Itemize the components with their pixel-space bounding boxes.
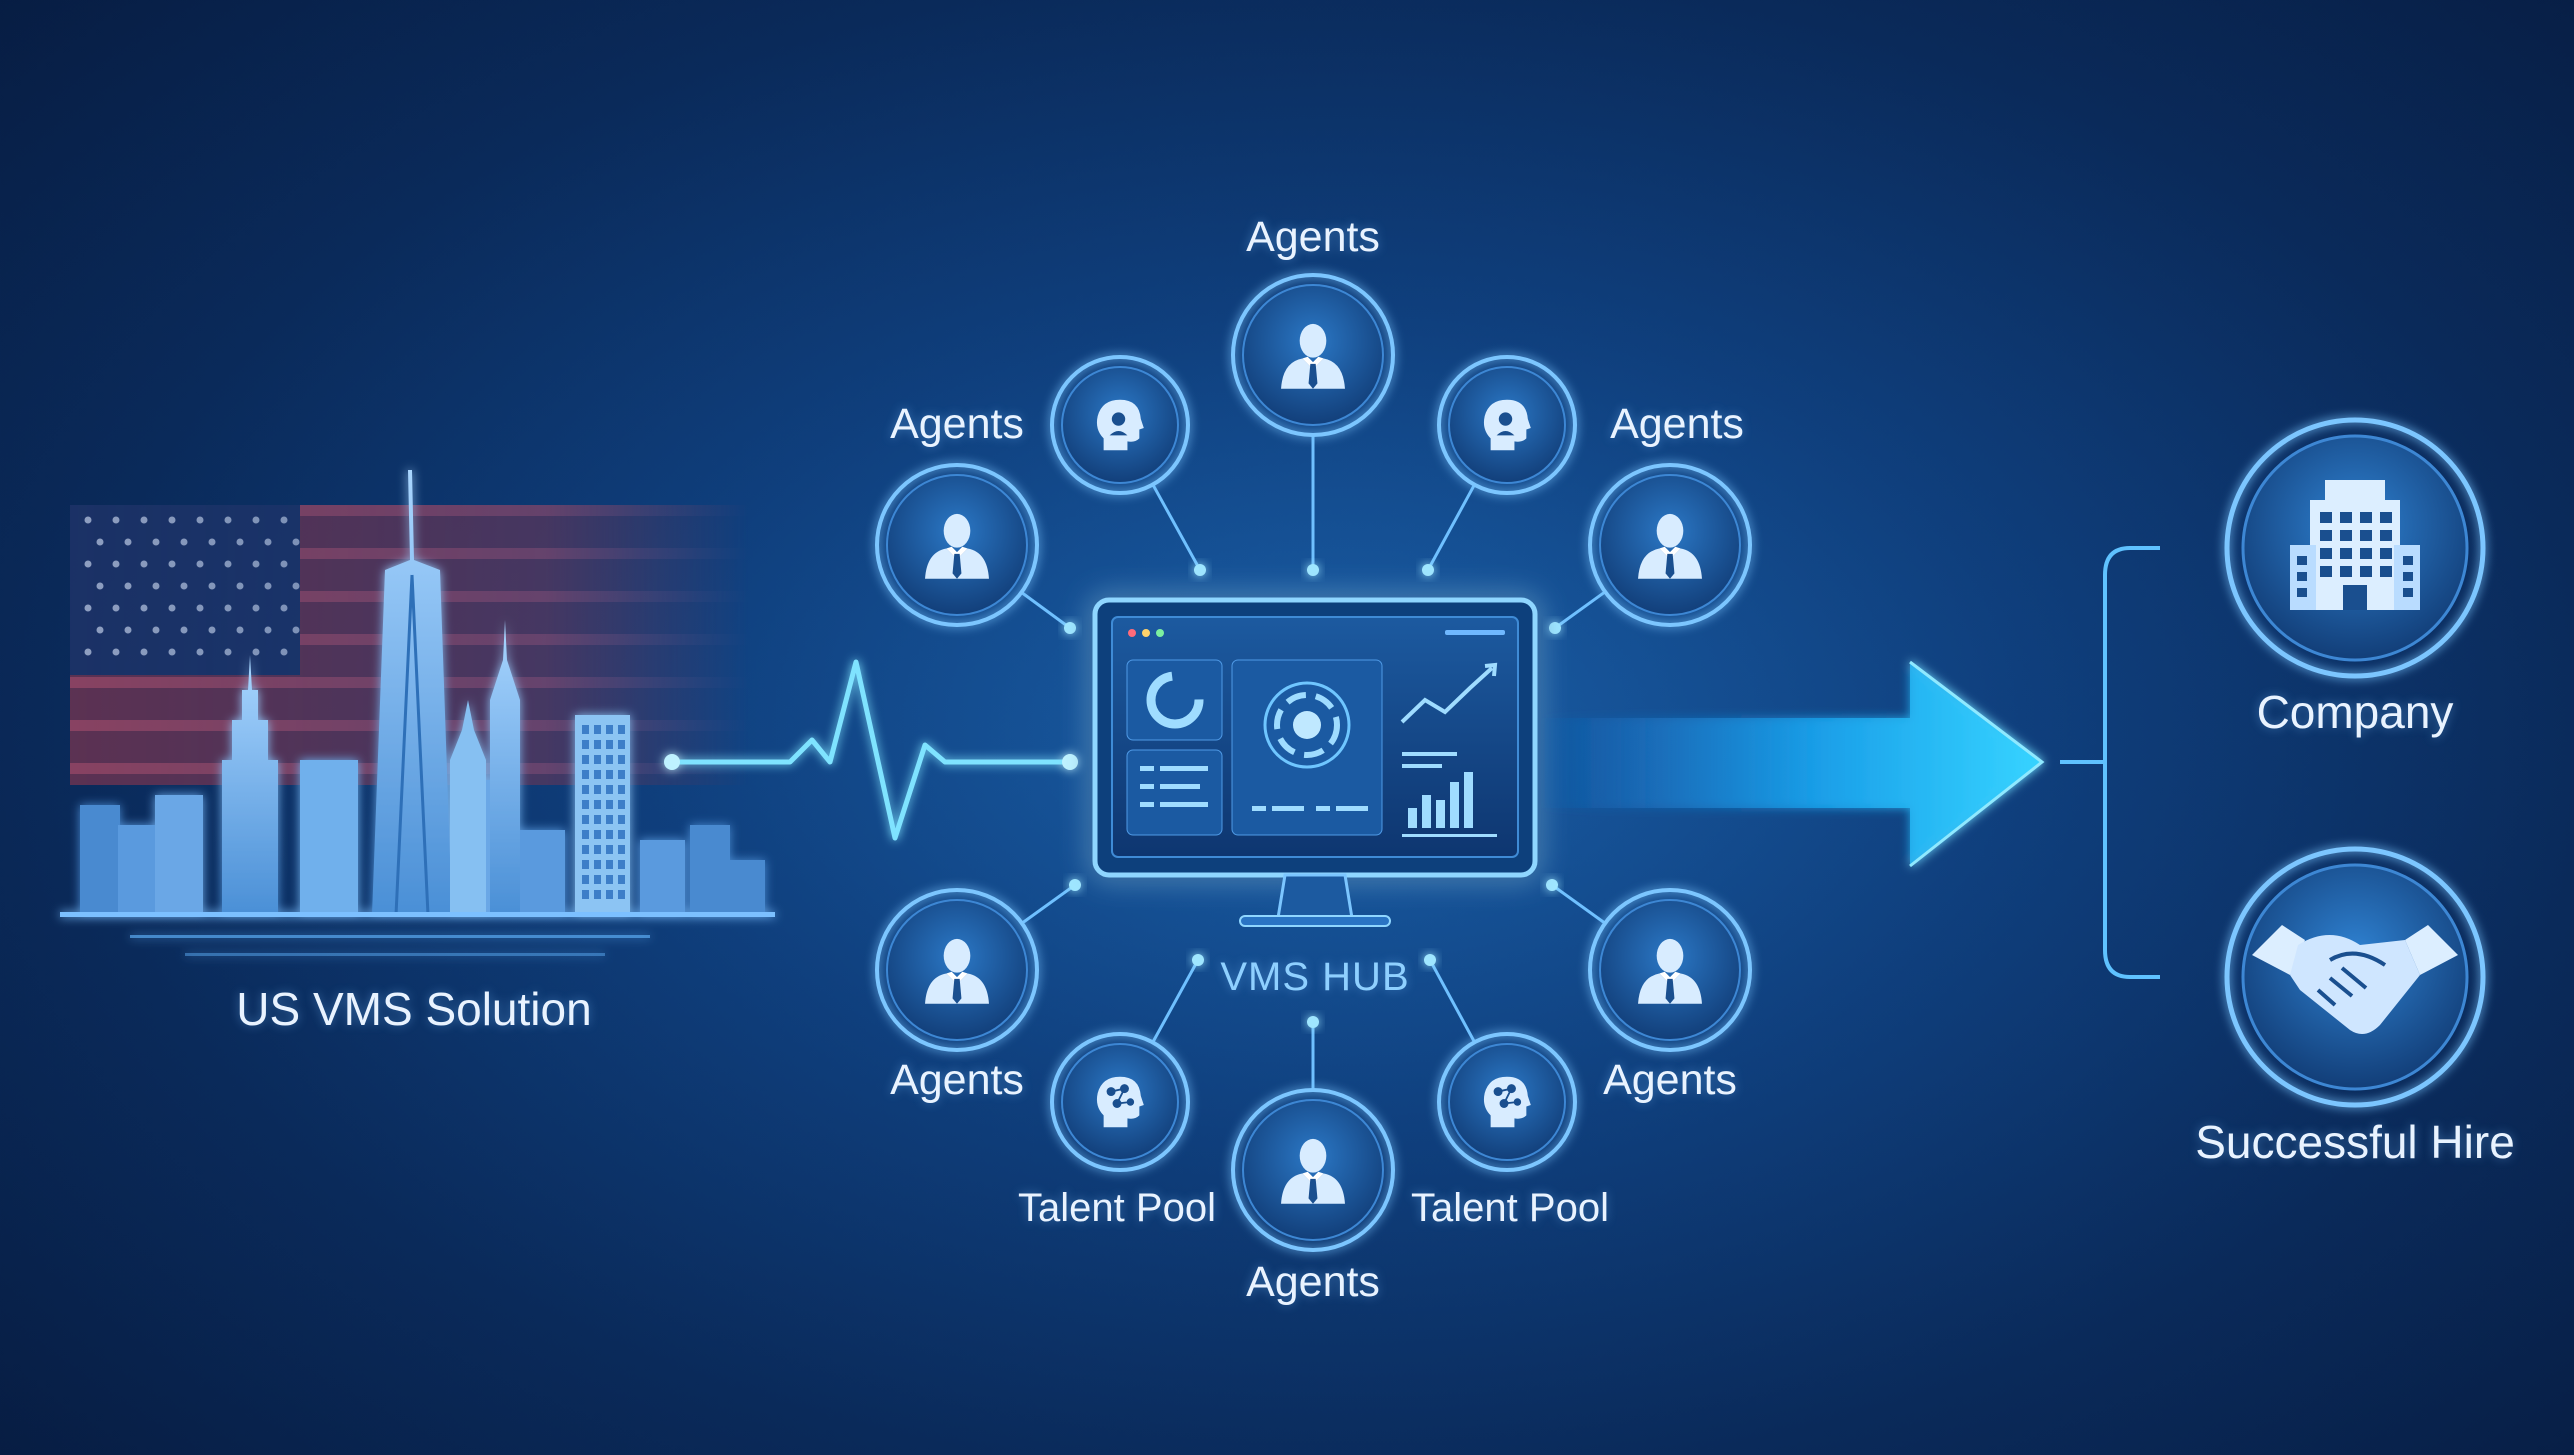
flow-arrow (1545, 660, 2045, 868)
agent-label-bottom: Agents (1246, 1258, 1380, 1306)
agent-label-top: Agents (1246, 213, 1380, 261)
hire-label: Successful Hire (2195, 1116, 2515, 1168)
connector-dot-bottom (1307, 1016, 1319, 1028)
hire-node (2224, 846, 2486, 1108)
connector-upper-right (1554, 590, 1607, 630)
connector-dot-talent-left (1192, 954, 1204, 966)
connector-dot-mind-left (1194, 564, 1206, 576)
pulse-line (664, 659, 1078, 841)
connector-upper-left (1020, 591, 1071, 630)
connector-lower-left (1021, 883, 1076, 925)
connector-dot-upper-left (1064, 622, 1076, 634)
node-talent-right (1437, 1032, 1577, 1172)
agent-label-upper-left: Agents (890, 400, 1024, 448)
connector-talent-right (1428, 959, 1476, 1043)
connector-dot-top (1307, 564, 1319, 576)
connector-lower-right (1551, 883, 1606, 925)
connector-dot-upper-right (1549, 622, 1561, 634)
company-node (2224, 417, 2486, 679)
connector-dot-lower-right (1546, 879, 1558, 891)
node-lower-left (875, 888, 1039, 1052)
node-bottom (1231, 1088, 1395, 1252)
node-lower-right (1588, 888, 1752, 1052)
connector-dot-talent-right (1424, 954, 1436, 966)
agent-label-lower-right: Agents (1603, 1056, 1737, 1104)
node-mind-left (1050, 355, 1190, 495)
talent-label-left: Talent Pool (1018, 1186, 1216, 1230)
agent-label-lower-left: Agents (890, 1056, 1024, 1104)
office-building-icon (2290, 480, 2420, 610)
node-upper-left (875, 463, 1039, 627)
connector-talent-left (1151, 959, 1200, 1044)
source-label: US VMS Solution (236, 983, 592, 1035)
city-skyline (60, 470, 775, 956)
company-label: Company (2256, 686, 2454, 738)
node-mind-right (1437, 355, 1577, 495)
connector-dot-mind-right (1422, 564, 1434, 576)
node-talent-left (1050, 1032, 1190, 1172)
hub-label: VMS HUB (1220, 955, 1410, 999)
hub-connectors (1020, 435, 1607, 1090)
outcome-bracket (2060, 546, 2160, 979)
node-upper-right (1588, 463, 1752, 627)
handshake-icon (2252, 925, 2458, 1034)
talent-label-right: Talent Pool (1411, 1186, 1609, 1230)
hub-monitor (1092, 597, 1538, 927)
connector-dot-lower-left (1069, 879, 1081, 891)
node-top (1231, 273, 1395, 437)
node-layer (875, 273, 1752, 1252)
connector-mind-left (1151, 483, 1202, 571)
agent-label-upper-right: Agents (1610, 400, 1744, 448)
connector-mind-right (1426, 483, 1476, 571)
